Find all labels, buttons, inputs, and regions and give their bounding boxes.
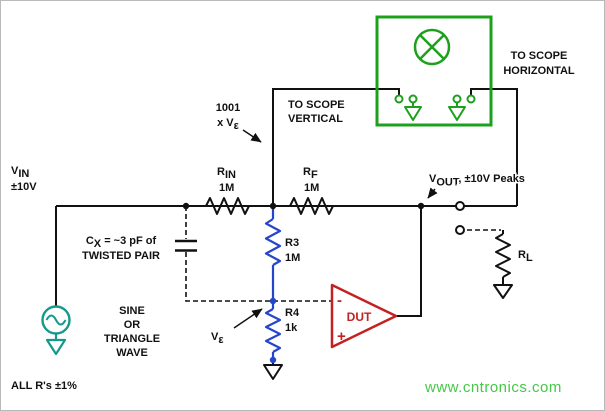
cx-label-line2: TWISTED PAIR (82, 250, 160, 262)
opamp-dut-icon (330, 283, 398, 349)
waveform-note-line: WAVE (116, 347, 148, 359)
scope-terminal (452, 94, 462, 104)
gain-label-line1: 1001 (216, 102, 240, 114)
resistor-rl-icon (495, 233, 511, 278)
scope-crt-icon (413, 28, 451, 66)
rin-value: 1M (219, 182, 234, 194)
scope-terminal (394, 94, 404, 104)
waveform-note-line: TRIANGLE (104, 333, 160, 345)
signal-wires (55, 88, 518, 317)
output-jack-return (455, 225, 465, 235)
scope-terminal (466, 94, 476, 104)
opamp-plus-sign: + (337, 328, 346, 345)
ground-icon-scope-left (404, 102, 422, 121)
junction-dot (182, 202, 190, 210)
waveform-note-line: SINE (119, 305, 145, 317)
junction-dot (269, 202, 277, 210)
junction-dot-blue (269, 356, 277, 364)
capacitor-cx-icon (175, 239, 197, 252)
ground-icon-rl (493, 284, 513, 299)
resistor-rf-icon (289, 197, 334, 215)
vout-arrow (427, 187, 438, 199)
rin-label: RIN (217, 166, 236, 181)
to-scope-vertical-label: VERTICAL (288, 113, 343, 125)
scope-box (375, 15, 493, 127)
resistor-r4-icon (264, 308, 282, 353)
to-scope-horizontal-label: TO SCOPE (511, 50, 568, 62)
vin-label: VIN (11, 165, 29, 180)
scope-terminal (408, 94, 418, 104)
resistor-rin-icon (205, 197, 250, 215)
dashed-wires (185, 206, 501, 302)
dut-label: DUT (347, 310, 372, 324)
r4-label: R4 (285, 307, 300, 319)
verror-label: Vε (211, 331, 224, 346)
ground-icon-source (45, 333, 67, 356)
resistor-r3-icon (264, 218, 282, 266)
r4-value: 1k (285, 322, 298, 334)
vout-label: VOUT, ±10V Peaks (429, 173, 525, 189)
junction-dot (417, 202, 425, 210)
rf-value: 1M (304, 182, 319, 194)
ground-icon-r4 (263, 362, 283, 380)
cx-label-line1: CX = ~3 pF of (86, 235, 157, 250)
tolerance-note: ALL R's ±1% (11, 380, 77, 392)
rl-label: RL (518, 249, 533, 264)
r3-value: 1M (285, 252, 300, 264)
to-scope-horizontal-label: HORIZONTAL (503, 65, 575, 77)
watermark-text: www.cntronics.com (424, 379, 562, 396)
ground-icon-scope-right (448, 102, 466, 121)
sine-source-icon (41, 305, 71, 335)
vin-value: ±10V (11, 181, 37, 193)
to-scope-vertical-label: TO SCOPE (288, 99, 345, 111)
waveform-note-line: OR (124, 319, 141, 331)
opamp-minus-sign: - (337, 292, 342, 309)
verror-node-dot (269, 297, 277, 305)
gain-label-line2: x Vε (217, 117, 240, 132)
r3-label: R3 (285, 237, 299, 249)
gain-arrow (242, 129, 262, 143)
verror-arrow (233, 308, 263, 329)
output-jack (455, 201, 465, 211)
rf-label: RF (303, 166, 318, 181)
